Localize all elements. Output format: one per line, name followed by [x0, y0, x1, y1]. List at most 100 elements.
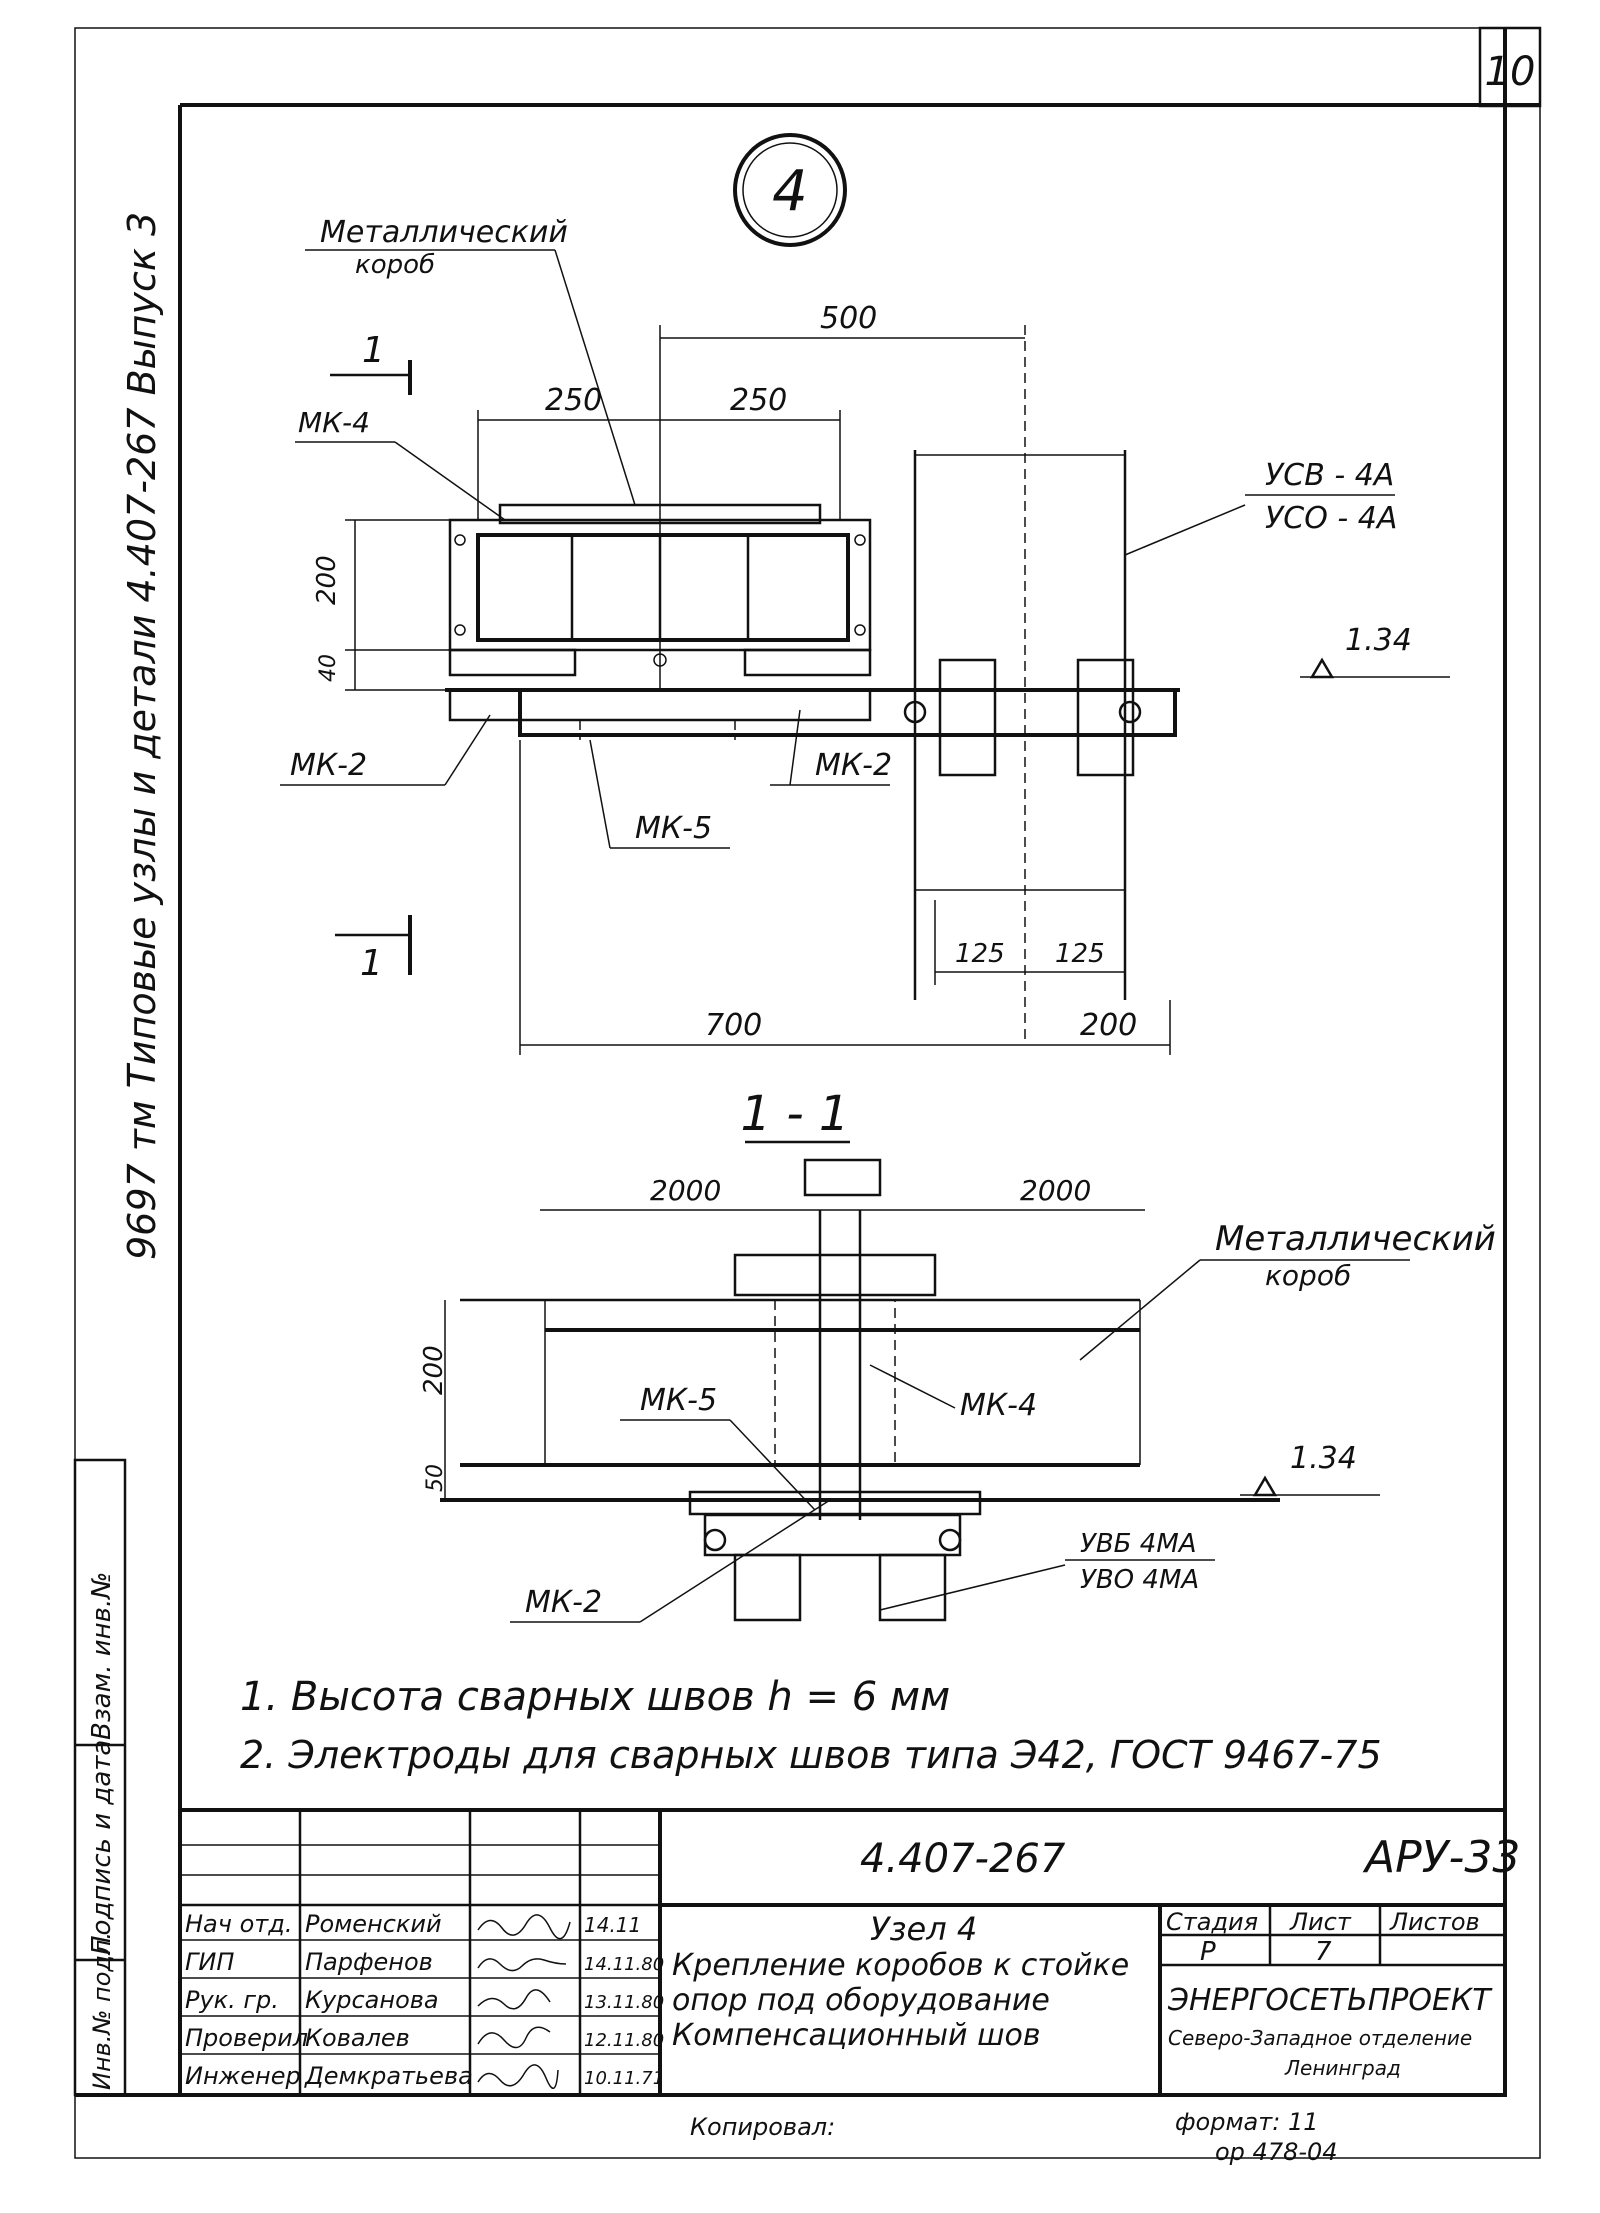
format: формат: 11 — [1175, 2108, 1318, 2136]
sig-name-1: Роменский — [305, 1910, 442, 1938]
note-2: 2. Электроды для сварных швов типа Э42, … — [240, 1733, 1382, 1777]
plan-label-metal-box-1: Металлический — [320, 215, 568, 250]
section-mk2-leader — [639, 1499, 831, 1623]
plan-center-bolt — [653, 653, 667, 667]
dim-700: 700 — [705, 1008, 762, 1043]
plan-mk2-left-leader — [444, 714, 491, 786]
page-number-box — [1478, 26, 1542, 108]
stamp-col-stage: Стадия — [1166, 1908, 1258, 1936]
sig-role-1: Нач отд. — [185, 1910, 292, 1938]
section-mark-top: 1 — [362, 330, 385, 371]
dim-500: 500 — [820, 301, 877, 336]
section-post-left — [733, 1553, 802, 1622]
copied-by: Копировал: — [690, 2113, 835, 2141]
plan-mk2-right-leader — [789, 709, 801, 786]
sig-role-2: ГИП — [185, 1948, 234, 1976]
strip-label-inv-original: Инв.№ подл. — [88, 1932, 116, 2090]
section-level-triangle — [1252, 1475, 1278, 1497]
org-name: ЭНЕРГОСЕТЬПРОЕКТ — [1167, 1983, 1493, 2018]
sig-role-4: Проверил — [185, 2024, 308, 2052]
plan-bolt-2 — [454, 624, 466, 636]
plan-label-metal-box-2: короб — [355, 250, 435, 280]
plan-uco: УСО - 4А — [1265, 501, 1397, 536]
signature-5 — [477, 2064, 559, 2089]
dim-125-left: 125 — [955, 939, 1005, 969]
plan-mark-mk2-right: МК-2 — [815, 748, 892, 783]
project-code: АРУ-33 — [1362, 1832, 1520, 1883]
plan-ucv-leader — [1124, 504, 1246, 556]
plan-level-triangle — [1309, 657, 1335, 679]
section-dim-200: 200 — [419, 1345, 449, 1395]
stamp-sheet: 7 — [1315, 1937, 1332, 1967]
note-1: 1. Высота сварных швов h = 6 мм — [240, 1674, 950, 1720]
stamp-title-2: Крепление коробов к стойке — [672, 1948, 1129, 1983]
post-clamp-right — [1076, 658, 1135, 777]
section-mk4-leader — [869, 1364, 956, 1409]
sig-name-2: Парфенов — [305, 1948, 433, 1976]
section-mark-mk5: МК-5 — [640, 1383, 717, 1418]
section-upper-channel — [733, 1253, 937, 1297]
section-dim-50: 50 — [423, 1464, 448, 1492]
section-clamp — [703, 1513, 962, 1557]
section-nut-right — [938, 1528, 962, 1552]
node-number: 4 — [772, 159, 808, 224]
stamp-frame — [178, 1808, 1507, 2097]
section-uvb-leader — [879, 1564, 1066, 1611]
plan-bolt-1 — [454, 534, 466, 546]
plan-bolt-3 — [854, 534, 866, 546]
sig-date-4: 12.11.80 — [584, 2030, 664, 2051]
section-mk2-plate — [688, 1490, 982, 1516]
sig-role-3: Рук. гр. — [185, 1986, 279, 2014]
section-dim-2000-right: 2000 — [1020, 1174, 1091, 1207]
plan-mark-mk5: МК-5 — [635, 811, 712, 846]
dim-40: 40 — [316, 654, 341, 682]
sig-name-5: Демкратьева — [304, 2062, 473, 2090]
node-number-circle — [733, 133, 847, 247]
signature-1 — [477, 1914, 571, 1940]
post-clamp-left — [938, 658, 997, 777]
plan-mk5-leader — [589, 739, 611, 849]
org-city: Ленинград — [1284, 2056, 1401, 2080]
node-number-circle-inner — [742, 142, 838, 238]
plan-mk5-channel — [518, 688, 1177, 737]
sig-role-5: Инженер — [185, 2062, 301, 2090]
plan-pin-right — [1118, 700, 1142, 724]
section-mark-mk2: МК-2 — [525, 1585, 602, 1620]
plan-box-top-channel — [498, 503, 822, 525]
section-mk5-leader — [729, 1419, 816, 1511]
stamp-stage: Р — [1200, 1937, 1216, 1967]
plan-ucv: УСВ - 4А — [1265, 458, 1394, 493]
plan-box-inner — [476, 533, 850, 642]
section-top-plate — [803, 1158, 882, 1197]
stamp-title-3: опор под оборудование — [672, 1983, 1050, 2018]
sig-date-3: 13.11.80 — [584, 1992, 664, 2013]
stamp-col-sheet: Лист — [1289, 1908, 1352, 1936]
plan-base-plate-right — [743, 648, 872, 677]
page-number: 10 — [1485, 49, 1536, 95]
dim-200-bottom: 200 — [1080, 1008, 1137, 1043]
dim-200: 200 — [312, 555, 342, 605]
section-nut-left — [703, 1528, 727, 1552]
stamp-title-1: Узел 4 — [870, 1910, 977, 1948]
left-margin-strip — [73, 1458, 127, 2097]
section-uvb: УВБ 4МА — [1080, 1529, 1197, 1559]
signature-2 — [477, 1958, 567, 1972]
dim-125-right: 125 — [1055, 939, 1105, 969]
section-label-metal-box-1: Металлический — [1215, 1219, 1496, 1259]
sig-date-1: 14.11 — [584, 1913, 641, 1937]
plan-mark-mk2-left: МК-2 — [290, 748, 367, 783]
section-title: 1 - 1 — [741, 1086, 850, 1142]
plan-box-outer — [448, 518, 872, 652]
section-level: 1.34 — [1290, 1441, 1357, 1476]
plan-mark-mk4: МК-4 — [298, 406, 370, 439]
sig-date-5: 10.11.71 — [584, 2068, 664, 2089]
section-dim-2000-left: 2000 — [650, 1174, 721, 1207]
section-uvo: УВО 4МА — [1080, 1565, 1199, 1595]
sig-name-3: Курсанова — [305, 1986, 439, 2014]
plan-mk4-leader — [394, 441, 506, 521]
signature-rows: Нач отд. Роменский 14.11 ГИП Парфенов 14… — [185, 1910, 664, 2090]
sig-name-4: Ковалев — [305, 2024, 410, 2052]
plan-mk2-plate — [448, 688, 872, 722]
signature-3 — [477, 1989, 551, 2010]
